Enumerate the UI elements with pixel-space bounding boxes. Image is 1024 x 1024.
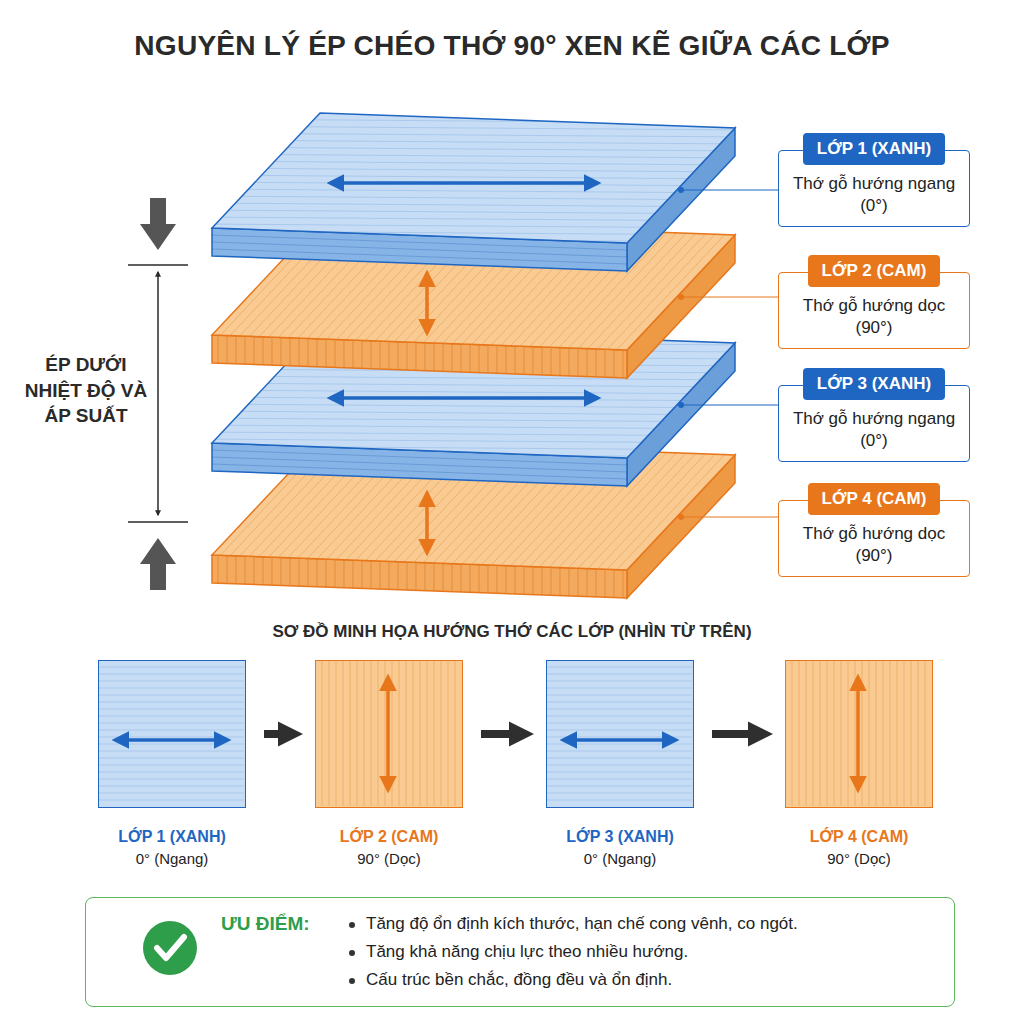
press-arrow	[140, 198, 176, 250]
leader-dot	[678, 187, 684, 193]
advantage-box: ƯU ĐIỂM:Tăng độ ổn định kích thước, hạn …	[85, 897, 955, 1007]
slab-top	[212, 440, 735, 570]
layer-callout: LỚP 1 (XANH)Thớ gỗ hướng ngang (0°)	[778, 133, 970, 227]
check-mark	[157, 937, 184, 958]
callout-heading: LỚP 1 (XANH)	[803, 133, 945, 165]
advantage-heading: ƯU ĐIỂM:	[221, 910, 346, 935]
tile-angle: 90° (Dọc)	[357, 850, 421, 867]
flow-arrow	[264, 730, 293, 738]
grain-square	[546, 660, 694, 808]
grain-pattern	[316, 661, 461, 806]
callout-heading: LỚP 2 (CAM)	[808, 255, 941, 287]
grain-tile: LỚP 2 (CAM) 90° (Dọc)	[315, 660, 463, 867]
layer-slab	[200, 328, 745, 486]
grain-arrow	[425, 273, 429, 333]
flow-arrow	[481, 730, 524, 738]
grain-pattern	[99, 661, 244, 806]
tile-heading: LỚP 4 (CAM)	[810, 828, 909, 846]
grain-pattern	[547, 661, 692, 806]
grain-arrow	[330, 181, 598, 185]
flow-arrow	[712, 730, 763, 738]
leader-dot	[678, 514, 684, 520]
layer-stack	[130, 113, 880, 598]
tile-angle: 0° (Ngang)	[584, 850, 657, 867]
leader-line	[681, 296, 778, 297]
callout-text: Thớ gỗ hướng dọc (90°)	[778, 287, 970, 349]
callout-text: Thớ gỗ hướng dọc (90°)	[778, 515, 970, 577]
tile-angle: 0° (Ngang)	[136, 850, 209, 867]
leader-line	[681, 404, 778, 405]
layer-callout: LỚP 4 (CAM)Thớ gỗ hướng dọc (90°)	[778, 483, 970, 577]
grain-pattern	[786, 661, 931, 806]
grain-tile: LỚP 3 (XANH) 0° (Ngang)	[546, 660, 694, 867]
diagram-title: NGUYÊN LÝ ÉP CHÉO THỚ 90° XEN KẼ GIỮA CÁ…	[0, 30, 1024, 62]
leader-line	[681, 189, 778, 190]
tile-angle: 90° (Dọc)	[827, 850, 891, 867]
press-arrow	[140, 538, 176, 590]
advantage-item: Tăng khả năng chịu lực theo nhiều hướng.	[346, 938, 938, 966]
layer-callout: LỚP 2 (CAM)Thớ gỗ hướng dọc (90°)	[778, 255, 970, 349]
check-icon	[143, 921, 197, 975]
grain-square	[98, 660, 246, 808]
layer-slab	[200, 113, 745, 271]
dimension-tick	[128, 521, 188, 523]
grain-lines	[200, 119, 745, 242]
slab-outline	[212, 440, 735, 570]
grain-square	[315, 660, 463, 808]
layer-callout: LỚP 3 (XANH)Thớ gỗ hướng ngang (0°)	[778, 368, 970, 462]
press-label: ÉP DƯỚI NHIỆT ĐỘ VÀ ÁP SUẤT	[22, 352, 150, 429]
slab-outline	[212, 113, 735, 243]
grain-tile: LỚP 1 (XANH) 0° (Ngang)	[98, 660, 246, 867]
grain-square	[785, 660, 933, 808]
callout-heading: LỚP 4 (CAM)	[808, 483, 941, 515]
grain-lines	[200, 334, 745, 457]
dimension-tick	[128, 264, 188, 266]
leader-lines	[678, 187, 778, 520]
advantage-list: Tăng độ ổn định kích thước, hạn chế cong…	[346, 910, 938, 994]
leader-line	[681, 516, 778, 517]
grain-arrow	[330, 396, 598, 400]
tile-heading: LỚP 3 (XANH)	[566, 828, 674, 846]
leader-dot	[678, 402, 684, 408]
advantage-item: Cấu trúc bền chắc, đồng đều và ổn định.	[346, 966, 938, 994]
tile-heading: LỚP 2 (CAM)	[340, 828, 439, 846]
dimension-line	[157, 272, 159, 515]
grain-arrow	[425, 493, 429, 553]
advantage-item: Tăng độ ổn định kích thước, hạn chế cong…	[346, 910, 938, 938]
callout-heading: LỚP 3 (XANH)	[803, 368, 945, 400]
leader-dot	[678, 294, 684, 300]
tile-heading: LỚP 1 (XANH)	[118, 828, 226, 846]
section-heading: SƠ ĐỒ MINH HỌA HƯỚNG THỚ CÁC LỚP (NHÌN T…	[0, 622, 1024, 642]
grain-tile: LỚP 4 (CAM) 90° (Dọc)	[785, 660, 933, 867]
callout-text: Thớ gỗ hướng ngang (0°)	[778, 400, 970, 462]
check-circle	[143, 921, 197, 975]
callout-text: Thớ gỗ hướng ngang (0°)	[778, 165, 970, 227]
